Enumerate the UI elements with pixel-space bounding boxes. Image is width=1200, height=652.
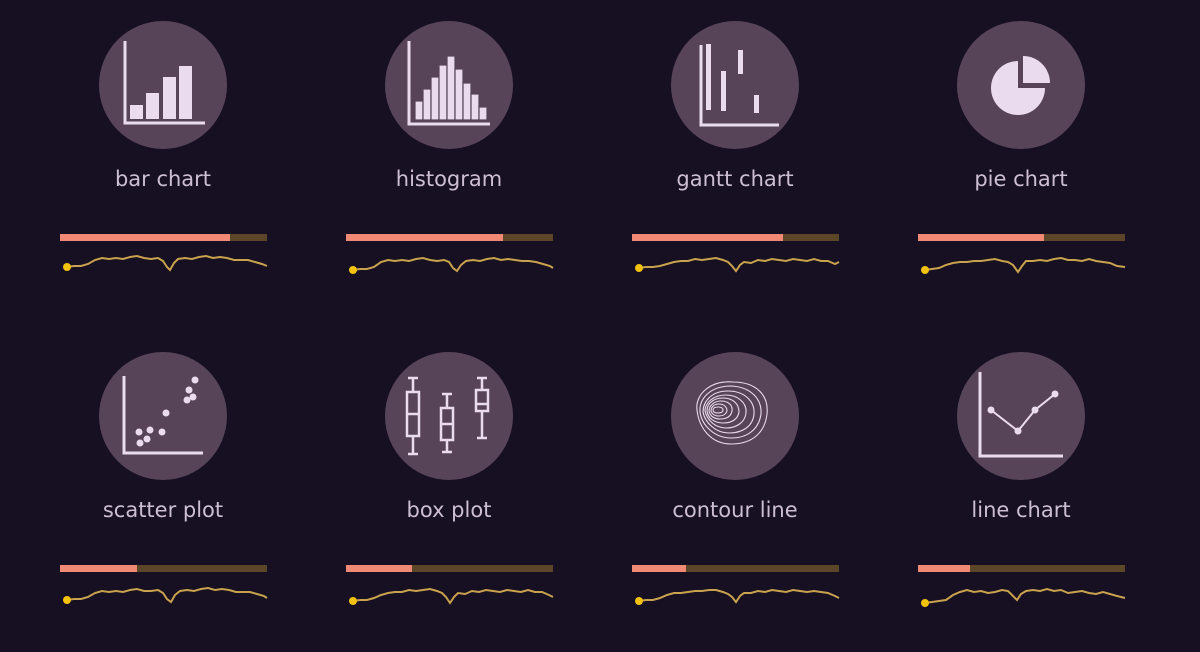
contour-line-icon xyxy=(671,352,799,480)
line-chart-icon xyxy=(957,352,1085,480)
progress-bar xyxy=(632,565,839,572)
progress-bar xyxy=(346,565,553,572)
card-label: histogram xyxy=(395,167,503,191)
sparkline xyxy=(635,588,840,605)
pie-chart-icon xyxy=(957,21,1085,149)
chart-type-grid: bar chart xyxy=(60,21,1128,607)
sparkline xyxy=(349,587,554,605)
progress-fill xyxy=(632,234,784,241)
card-bar-chart[interactable]: bar chart xyxy=(60,21,270,321)
scatter-plot-icon xyxy=(99,352,227,480)
card-gantt-chart[interactable]: gantt chart xyxy=(632,21,842,321)
progress-bar xyxy=(918,234,1125,241)
sparkline xyxy=(921,256,1126,274)
sparkline xyxy=(635,256,840,273)
progress-bar xyxy=(346,234,553,241)
progress-fill xyxy=(632,565,686,572)
sparkline xyxy=(63,254,268,272)
progress-bar xyxy=(60,565,267,572)
progress-fill xyxy=(60,565,137,572)
sparkline xyxy=(921,587,1126,607)
card-label: line chart xyxy=(971,498,1071,522)
progress-fill xyxy=(346,565,413,572)
card-label: pie chart xyxy=(974,167,1068,191)
card-histogram[interactable]: histogram xyxy=(346,21,556,321)
card-label: gantt chart xyxy=(676,167,794,191)
card-line-chart[interactable]: line chart xyxy=(918,352,1128,652)
box-plot-icon xyxy=(385,352,513,480)
sparkline xyxy=(349,256,554,274)
progress-fill xyxy=(918,234,1045,241)
sparkline xyxy=(63,586,268,604)
gantt-chart-icon xyxy=(671,21,799,149)
card-contour-line[interactable]: contour line xyxy=(632,352,842,652)
progress-fill xyxy=(346,234,504,241)
card-pie-chart[interactable]: pie chart xyxy=(918,21,1128,321)
card-label: box plot xyxy=(406,498,492,522)
bar-chart-icon xyxy=(99,21,227,149)
progress-bar xyxy=(918,565,1125,572)
card-label: scatter plot xyxy=(102,498,224,522)
progress-fill xyxy=(60,234,230,241)
progress-bar xyxy=(60,234,267,241)
card-box-plot[interactable]: box plot xyxy=(346,352,556,652)
histogram-icon xyxy=(385,21,513,149)
card-label: bar chart xyxy=(114,167,212,191)
card-label: contour line xyxy=(672,498,798,522)
progress-bar xyxy=(632,234,839,241)
card-scatter-plot[interactable]: scatter plot xyxy=(60,352,270,652)
progress-fill xyxy=(918,565,970,572)
